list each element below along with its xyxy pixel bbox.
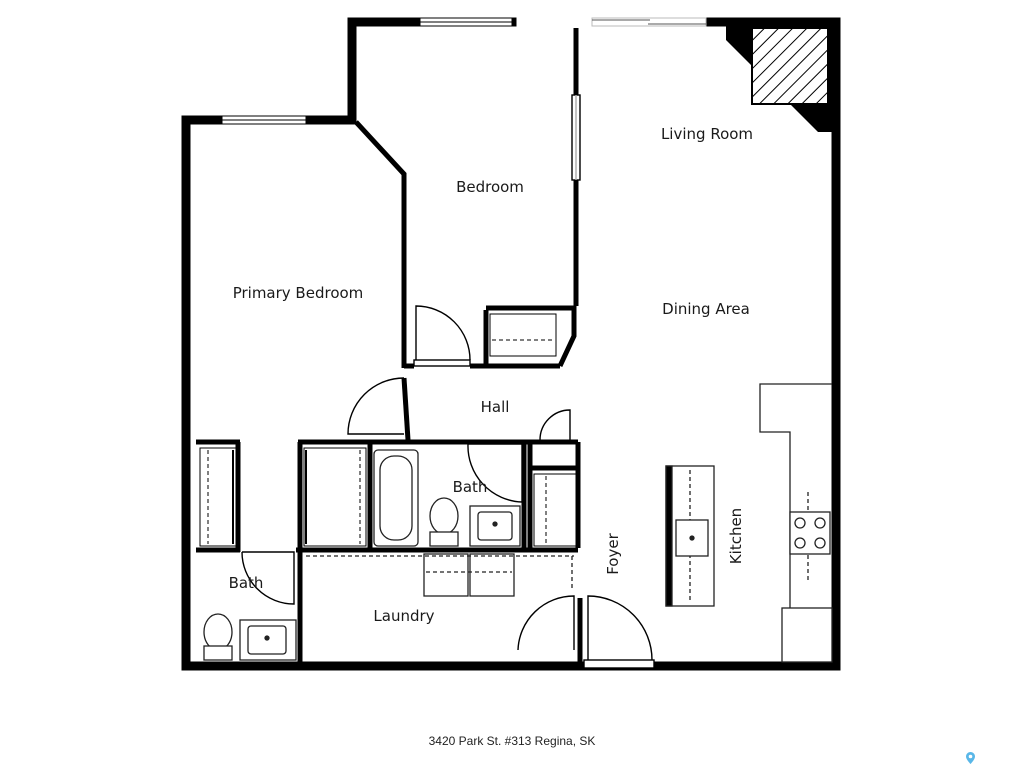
laundry-label: Laundry <box>373 607 434 625</box>
kitchen-label: Kitchen <box>727 508 745 564</box>
toilet-main <box>429 497 459 535</box>
fireplace <box>726 22 836 132</box>
fixtures <box>203 449 574 661</box>
bath-label-ensuite: Bath <box>229 574 264 592</box>
dryer <box>469 553 515 597</box>
hall-label: Hall <box>481 398 510 416</box>
laundry-door <box>517 595 575 651</box>
primary-bedroom-label: Primary Bedroom <box>233 284 364 302</box>
bedroom-label: Bedroom <box>456 178 524 196</box>
bedroom-door <box>415 305 471 366</box>
washer <box>423 553 469 597</box>
foyer-label: Foyer <box>604 532 622 574</box>
map-pin-icon <box>966 752 975 764</box>
living-room-label: Living Room <box>661 125 753 143</box>
doors <box>241 94 655 669</box>
refrigerator <box>781 607 833 663</box>
interior-walls <box>196 28 583 666</box>
closets <box>199 313 577 547</box>
stove <box>789 511 831 555</box>
entry-door <box>587 595 653 666</box>
address-caption: 3420 Park St. #313 Regina, SK <box>428 734 596 748</box>
toilet-ensuite <box>203 613 233 651</box>
bath-label-main: Bath <box>453 478 488 496</box>
primary-bedroom-door <box>347 377 405 435</box>
kitchen-counter <box>759 383 832 611</box>
ensuite-bath-door <box>241 551 295 605</box>
windows <box>221 17 707 125</box>
kitchen-fixtures <box>665 383 833 663</box>
bath-door <box>467 443 523 503</box>
hall-closet-door <box>539 409 571 441</box>
dining-area-label: Dining Area <box>662 300 750 318</box>
